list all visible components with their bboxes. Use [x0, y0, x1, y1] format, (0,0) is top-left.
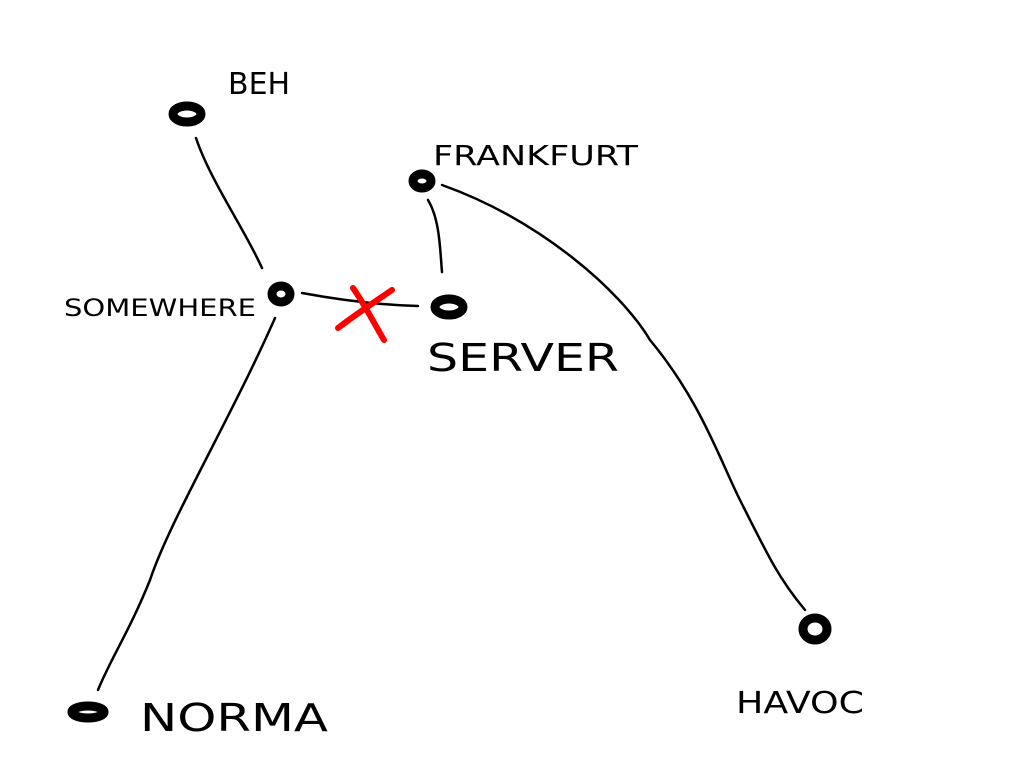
label-server: SERVER	[427, 336, 619, 380]
edge-frankfurt-havoc	[440, 183, 807, 612]
label-havoc: HAVOC	[736, 686, 864, 721]
edge-beh-somewhere	[194, 136, 264, 270]
edge-frankfurt-server	[426, 198, 444, 274]
label-frankfurt: FRANKFURT	[433, 139, 639, 172]
broken-link-x-icon	[335, 285, 395, 343]
node-beh[interactable]	[168, 101, 206, 127]
node-server[interactable]	[430, 294, 468, 320]
label-beh: BEH	[228, 67, 290, 102]
node-havoc[interactable]	[798, 613, 832, 645]
node-frankfurt[interactable]	[408, 169, 436, 193]
edge-somewhere-norma	[96, 316, 277, 692]
node-norma[interactable]	[67, 701, 109, 723]
label-norma: NORMA	[140, 696, 328, 740]
label-somewhere: SOMEWHERE	[64, 294, 256, 322]
node-somewhere[interactable]	[267, 281, 295, 307]
